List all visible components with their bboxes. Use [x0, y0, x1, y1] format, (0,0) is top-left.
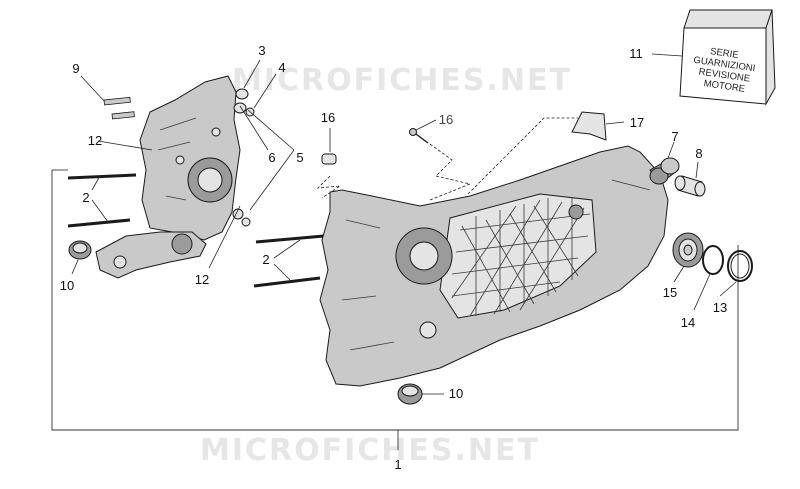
callout-labels: 1 2 2 3 4 5 6 7 8 9 10 10 11 12 12 13 14… — [60, 43, 727, 472]
callout-11: 11 — [629, 46, 643, 61]
silent-block-bottom — [397, 383, 423, 405]
callout-16-dowel: 16 — [321, 110, 335, 125]
circlip-13 — [727, 250, 753, 282]
bushing-8 — [674, 175, 706, 197]
callout-10-bottom: 10 — [449, 386, 463, 401]
callout-12-bottom: 12 — [195, 272, 209, 287]
watermark-bottom: MICROFICHES.NET — [200, 433, 540, 468]
bolt-set — [103, 96, 135, 120]
callout-12-top: 12 — [88, 133, 102, 148]
callout-2-middle: 2 — [262, 252, 269, 267]
callout-3: 3 — [258, 43, 265, 58]
bushing-7 — [649, 157, 680, 185]
callout-4: 4 — [278, 60, 285, 75]
gasket-kit-line-1: SERIE — [709, 46, 739, 61]
dowel-pin — [316, 153, 341, 199]
cover-plate-17 — [571, 111, 607, 141]
callout-17: 17 — [630, 115, 644, 130]
circlip-14 — [702, 245, 724, 275]
gasket-17-guides — [429, 117, 578, 201]
callout-8: 8 — [695, 146, 702, 161]
callout-2-left: 2 — [82, 190, 89, 205]
bearing-15 — [672, 232, 704, 268]
watermark-top: MICROFICHES.NET — [232, 63, 572, 98]
left-crankcase-half — [95, 75, 241, 279]
callout-15: 15 — [663, 285, 677, 300]
callout-10-left: 10 — [60, 278, 74, 293]
callout-13: 13 — [713, 300, 727, 315]
stud-set-left — [67, 173, 137, 228]
callout-1: 1 — [394, 457, 401, 472]
assembly-frame — [51, 169, 739, 450]
leader-lines — [71, 53, 737, 395]
callout-14: 14 — [681, 315, 695, 330]
gasket-kit-bag: SERIE GUARNIZIONI REVISIONE MOTORE — [679, 9, 776, 106]
silent-block-left — [68, 240, 92, 260]
stud-set-middle — [253, 234, 325, 288]
screw-small — [409, 128, 429, 144]
callout-9: 9 — [72, 61, 79, 76]
callout-6: 6 — [268, 150, 275, 165]
callout-5: 5 — [296, 150, 303, 165]
callout-16-screw: 16 — [439, 112, 453, 127]
dowel-and-washers — [232, 88, 255, 227]
callout-7: 7 — [671, 129, 678, 144]
right-crankcase-half — [319, 145, 669, 387]
